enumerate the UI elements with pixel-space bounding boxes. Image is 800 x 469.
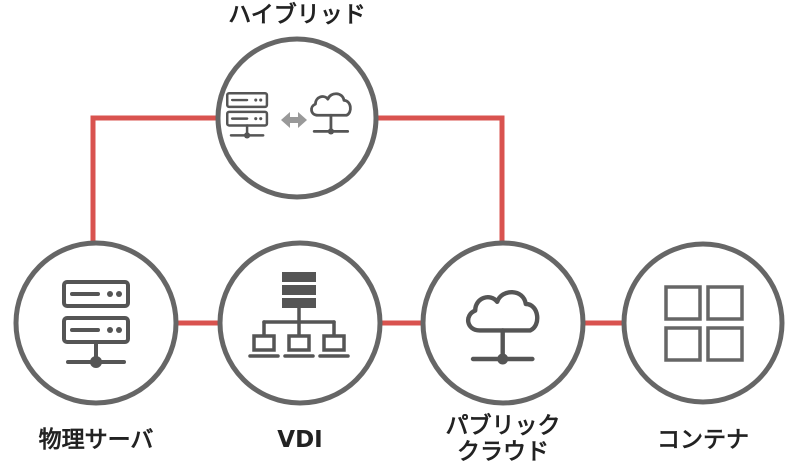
label-physical-server-text: 物理サーバ [38,427,154,453]
label-container-text: コンテナ [657,427,749,453]
label-vdi-text: VDI [277,427,323,453]
label-physical-server: 物理サーバ [6,427,186,453]
label-public-cloud-line2: クラウド [457,439,549,465]
connector-lines [90,115,627,326]
connector-physical-to-hybrid [90,115,218,241]
server-rack-network-icon [248,272,350,358]
connector-hybrid-to-cloud [378,115,505,241]
server-stack-icon [226,92,269,139]
server-stack-icon [62,280,130,368]
bidirectional-arrow-icon [281,112,307,128]
label-public-cloud-line1: パブリック [445,413,561,439]
label-vdi: VDI [220,427,380,453]
label-hybrid-text: ハイブリッド [228,2,366,28]
node-circle-container [621,241,785,405]
label-container: コンテナ [618,427,788,453]
cloud-network-icon [466,289,540,365]
cloud-network-icon [310,92,352,135]
label-public-cloud: パブリック クラウド [403,413,603,465]
container-grid-icon [664,285,744,362]
node-circle-public-cloud [420,240,586,406]
label-hybrid: ハイブリッド [197,2,397,28]
